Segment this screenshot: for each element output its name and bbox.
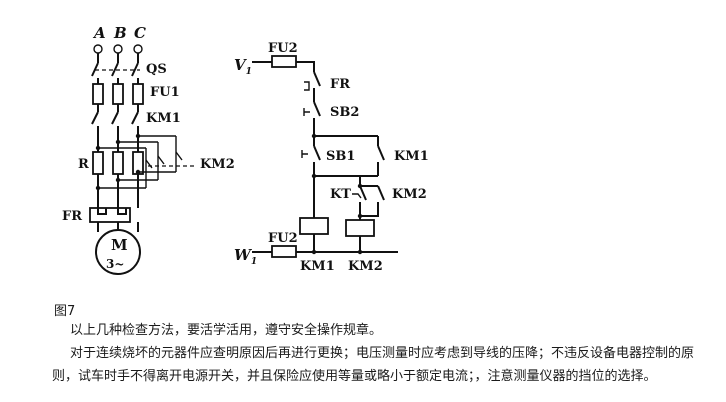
qs-label: QS: [146, 62, 167, 77]
figure-caption: 图7: [54, 304, 76, 319]
phase-label-c: C: [134, 24, 146, 42]
w-rail-label: W1: [234, 246, 257, 267]
motor: [95, 229, 141, 275]
km2-coil-label: KM2: [348, 259, 383, 274]
phase-label-a: A: [92, 24, 106, 42]
fu1-label: FU1: [150, 85, 180, 100]
km2-main-label: KM2: [200, 157, 235, 172]
paragraph-1: 以上几种检查方法，要活学活用，遵守安全操作规章。: [70, 323, 383, 338]
kt-label: KT: [330, 187, 351, 202]
fr-control-label: FR: [330, 77, 350, 92]
fu2-bottom-label: FU2: [268, 231, 298, 246]
control-wires: [252, 55, 398, 258]
fu2-top-label: FU2: [268, 41, 298, 56]
sb2-label: SB2: [330, 105, 359, 120]
r-label: R: [78, 157, 89, 172]
phase-wires: [89, 53, 196, 232]
km1-contact-label: KM1: [394, 149, 429, 164]
paragraph-3: 则，试车时手不得离开电源开关，并且保险应使用等量或略小于额定电流；，注意测量仪器…: [52, 369, 657, 384]
motor-phase-label: 3~: [106, 257, 124, 271]
km2-contact-label: KM2: [392, 187, 427, 202]
fr-main-label: FR: [62, 209, 82, 224]
supply-terminals: [93, 44, 143, 54]
km1-main-label: KM1: [146, 111, 181, 126]
sb1-label: SB1: [326, 149, 355, 164]
v-rail-label: V1: [234, 56, 252, 77]
motor-label: M: [111, 236, 128, 254]
km1-coil-label: KM1: [300, 259, 335, 274]
phase-label-b: B: [113, 24, 127, 42]
paragraph-2: 对于连续烧坏的元器件应查明原因后再进行更换；电压测量时应考虑到导线的压降；不违反…: [70, 346, 695, 361]
circuit-diagram: A B C M: [62, 24, 429, 275]
